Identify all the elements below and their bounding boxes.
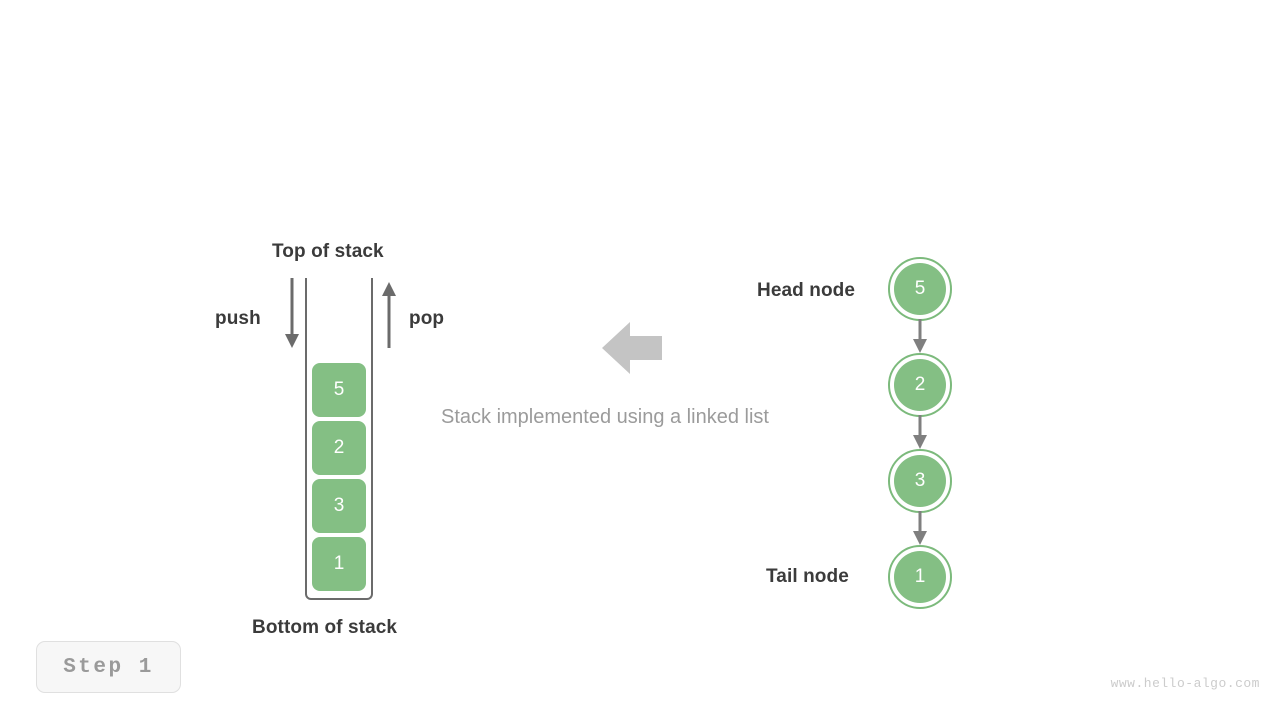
stack-cell[interactable]: 5 — [312, 363, 366, 417]
link-arrow-icon — [913, 319, 927, 353]
linked-list-node[interactable]: 2 — [888, 353, 952, 417]
watermark: www.hello-algo.com — [1110, 676, 1260, 691]
stack-cell[interactable]: 3 — [312, 479, 366, 533]
link-arrow-icon — [913, 415, 927, 449]
link-arrow-icon — [913, 511, 927, 545]
linked-list-node-value: 5 — [894, 263, 946, 315]
left-arrow-icon — [602, 322, 662, 374]
linked-list-node-value: 2 — [894, 359, 946, 411]
stack-container — [305, 278, 373, 600]
linked-list-node[interactable]: 5 — [888, 257, 952, 321]
push-label: push — [215, 308, 261, 329]
tail-node-label: Tail node — [766, 566, 849, 587]
stack-cell-list: 5 2 3 1 — [312, 363, 366, 591]
step-badge: Step 1 — [36, 641, 181, 693]
top-of-stack-label: Top of stack — [272, 241, 384, 262]
diagram-caption: Stack implemented using a linked list — [441, 406, 769, 428]
bottom-of-stack-label: Bottom of stack — [252, 617, 398, 638]
linked-list-node-value: 1 — [894, 551, 946, 603]
pop-label: pop — [409, 308, 445, 329]
pop-arrow-icon — [382, 282, 396, 348]
linked-list-node[interactable]: 1 — [888, 545, 952, 609]
linked-list-node[interactable]: 3 — [888, 449, 952, 513]
stack-cell[interactable]: 2 — [312, 421, 366, 475]
stack-cell[interactable]: 1 — [312, 537, 366, 591]
push-arrow-icon — [285, 278, 299, 348]
head-node-label: Head node — [757, 280, 856, 301]
linked-list-node-value: 3 — [894, 455, 946, 507]
